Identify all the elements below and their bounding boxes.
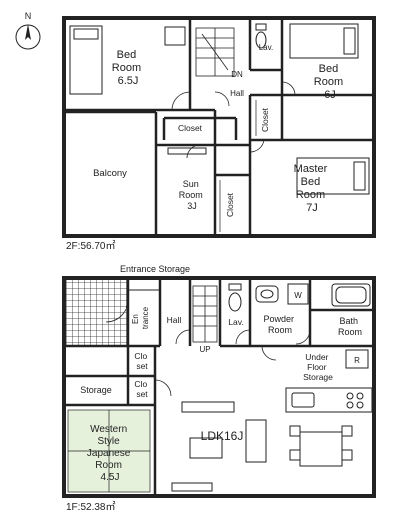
floor2-plan (62, 16, 376, 238)
coffee-table-icon (189, 437, 223, 459)
room-bed-6j: Bed Room 6J (314, 63, 346, 101)
floor2-outer-wall (62, 16, 376, 238)
tv-board-icon (171, 482, 213, 492)
floor1-stairs (192, 285, 218, 343)
fridge-icon (345, 349, 369, 369)
room-hall-2f: Hall (230, 89, 244, 98)
room-hall-1f: Hall (167, 315, 182, 325)
stairs-up-label: UP (199, 345, 210, 354)
bed-icon (69, 25, 103, 95)
floor2-doors (171, 81, 296, 159)
floor1-outer-wall (62, 276, 376, 498)
stove-burner-icon (356, 401, 364, 409)
bed-icon (289, 23, 359, 59)
room-closet-a-1f: Clo set (134, 351, 149, 371)
room-sun-room: Sun Room 3J (179, 179, 206, 211)
room-balcony: Balcony (93, 168, 127, 179)
pillow-icon (343, 27, 356, 55)
floor2-beds (69, 23, 370, 195)
floor2-closet-marks (219, 100, 257, 232)
room-closet-b-1f: Clo set (134, 379, 149, 399)
bathtub-icon (331, 283, 371, 307)
floor1-inner-walls (64, 278, 374, 496)
compass: N (15, 11, 41, 50)
tatami-grid (67, 409, 151, 493)
dining-table (289, 425, 353, 467)
room-closet-b-2f: Closet (260, 107, 270, 132)
sofa-icon (181, 401, 235, 413)
stove-burner-icon (346, 392, 354, 400)
floor2-inner-walls (64, 18, 374, 236)
porch-tile (66, 280, 128, 346)
floor1-labels: Entrance Storage En trance Hall Lav. UP … (66, 264, 362, 513)
bed-icon (296, 157, 370, 195)
floor1-area: 1F:52.38㎡ (66, 501, 115, 513)
room-ldk: LDK16J (201, 429, 244, 443)
toilet-icon (255, 23, 267, 49)
sofa-icon (245, 419, 267, 463)
stove-burner-icon (356, 392, 364, 400)
floor1-doors (105, 299, 311, 397)
room-lav-1f: Lav. (228, 317, 243, 327)
room-entrance-storage: Entrance Storage (120, 264, 190, 274)
stairs-dn-label: DN (231, 70, 243, 79)
room-master-bed: Master Bed Room 7J (294, 163, 331, 214)
kitchen-sink-icon (291, 392, 315, 408)
room-storage: Storage (80, 385, 112, 395)
pillow-icon (353, 161, 366, 191)
room-underfloor-storage: Under Floor Storage (303, 352, 333, 382)
sink-icon (255, 285, 279, 303)
toilet-icon (228, 283, 242, 312)
floor2-area: 2F:56.70㎡ (66, 240, 115, 252)
floor2-fixtures (164, 26, 207, 155)
room-bath: Bath Room (338, 316, 362, 337)
room-entrance: En trance (131, 306, 150, 329)
room-powder: Powder Room (263, 314, 296, 335)
floor2-stairs (195, 27, 235, 77)
washer-label: W (294, 291, 302, 300)
floor2-labels: Bed Room 6.5J Bed Room 6J Lav. DN Hall C… (66, 43, 346, 252)
floor1-plan (62, 276, 376, 498)
compass-north-label: N (25, 11, 32, 21)
washer-icon (287, 283, 309, 305)
room-closet-c-2f: Closet (225, 192, 235, 217)
fridge-label: R (354, 356, 360, 365)
kitchen-counter (285, 387, 373, 413)
room-closet-a-2f: Closet (178, 123, 203, 133)
room-lav-2f: Lav. (259, 43, 274, 52)
living-furniture (171, 401, 267, 492)
room-japanese: Western Style Japanese Room 4.5J (87, 424, 133, 483)
stove-burner-icon (346, 401, 354, 409)
room-bed-65j: Bed Room 6.5J (112, 49, 144, 87)
pillow-icon (73, 28, 99, 40)
